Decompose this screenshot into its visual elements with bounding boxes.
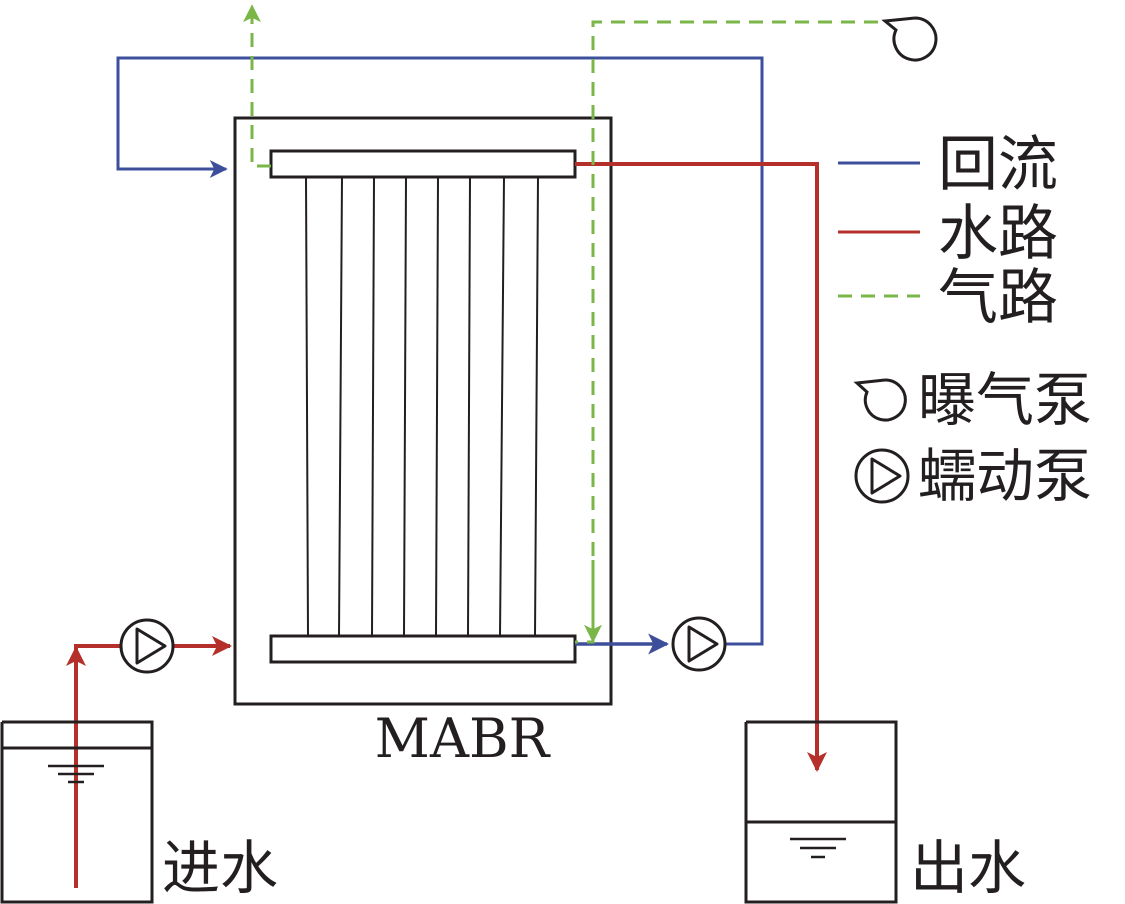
legend: 回流 水路 气路 曝气泵 蠕动泵 xyxy=(838,130,1092,510)
effluent-tank: 出水 xyxy=(744,720,1026,904)
legend-blower-icon xyxy=(853,378,907,422)
mabr-reactor: MABR xyxy=(233,116,613,770)
legend-water-line-label: 水路 xyxy=(938,199,1058,269)
bottom-header xyxy=(269,634,577,664)
legend-recirculation-label: 回流 xyxy=(938,130,1058,200)
water-line xyxy=(66,162,827,888)
legend-aeration-pump-label: 曝气泵 xyxy=(918,366,1092,434)
reactor-vessel xyxy=(233,116,613,706)
influent-tank: 进水 xyxy=(0,720,278,904)
effluent-label: 出水 xyxy=(910,834,1026,902)
air-line xyxy=(243,4,878,644)
legend-pump-icon xyxy=(854,448,910,504)
water-level-symbol xyxy=(48,764,104,784)
influent-pump-icon xyxy=(119,618,175,674)
recirculation-line xyxy=(116,56,764,655)
membrane-fibers xyxy=(305,176,539,637)
top-header xyxy=(269,149,577,179)
legend-peristaltic-pump-label: 蠕动泵 xyxy=(918,442,1092,510)
influent-label: 进水 xyxy=(162,834,278,902)
blower-icon xyxy=(881,16,938,62)
reactor-label: MABR xyxy=(375,707,551,770)
recirculation-pump-icon xyxy=(671,616,727,672)
legend-air-line-label: 气路 xyxy=(938,263,1058,333)
water-level-symbol xyxy=(790,837,846,859)
